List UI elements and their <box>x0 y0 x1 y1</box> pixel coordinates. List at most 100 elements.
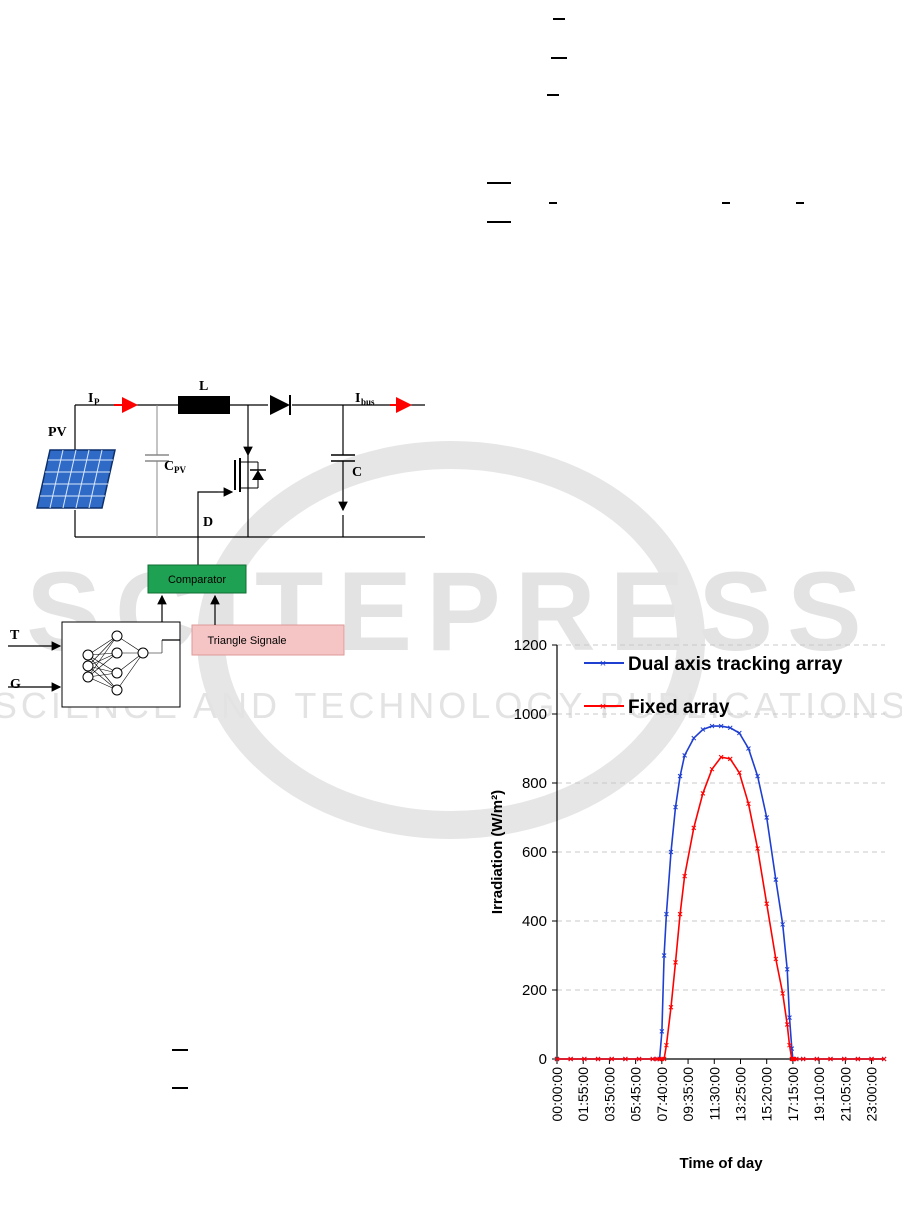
legend-label: Dual axis tracking array <box>628 654 843 675</box>
cpv-label: C <box>164 459 174 474</box>
x-tick-label: 07:40:00 <box>654 1067 670 1122</box>
y-axis-label: Irradiation (W/m²) <box>489 790 506 914</box>
data-point <box>780 991 786 996</box>
comparator-label: Comparator <box>168 574 226 586</box>
data-point <box>623 1056 628 1062</box>
equation-fraction-bar <box>549 202 557 204</box>
ibus-label: I <box>355 391 360 406</box>
pv-panel <box>36 449 116 509</box>
series-line-1 <box>557 756 885 1060</box>
equation-fraction-bar <box>172 1087 188 1089</box>
capacitor-c <box>331 405 355 537</box>
data-point <box>718 754 724 760</box>
data-point <box>677 911 683 917</box>
data-point <box>668 849 674 855</box>
data-point <box>682 753 687 758</box>
capacitor-cpv <box>145 405 169 537</box>
x-tick-label: 11:30:00 <box>706 1067 722 1121</box>
equation-fraction-bar <box>547 94 559 96</box>
ip-label: I <box>88 391 93 406</box>
data-point <box>755 846 760 851</box>
data-point <box>773 956 779 962</box>
data-point <box>755 773 760 779</box>
data-point <box>841 1056 847 1062</box>
chart-series <box>554 723 887 1062</box>
data-point <box>661 953 667 958</box>
data-point <box>764 901 770 907</box>
pv-label: PV <box>48 425 67 440</box>
legend-marker: × <box>600 701 606 713</box>
y-tick-label: 0 <box>539 1051 547 1068</box>
c-label: C <box>352 465 362 480</box>
data-point <box>746 801 751 807</box>
y-tick-label: 200 <box>522 982 547 999</box>
data-point <box>673 804 678 810</box>
data-point <box>718 723 724 729</box>
data-point <box>609 1056 615 1062</box>
data-point <box>700 727 706 732</box>
data-point <box>709 723 715 729</box>
equation-fraction-bar <box>551 57 567 59</box>
inductor-label: L <box>199 379 208 394</box>
x-tick-label: 05:45:00 <box>628 1067 644 1122</box>
y-tick-label: 1200 <box>514 637 547 654</box>
data-point <box>727 756 733 762</box>
data-point <box>784 1022 790 1027</box>
data-point <box>869 1056 874 1062</box>
y-tick-label: 1000 <box>514 706 547 723</box>
data-point <box>828 1056 833 1062</box>
neural-network-block <box>61 621 181 708</box>
data-point <box>881 1056 887 1062</box>
data-point <box>814 1056 820 1062</box>
data-point <box>736 730 742 736</box>
chart-legend: × Dual axis tracking array × Fixed array <box>584 654 843 718</box>
data-point <box>595 1056 601 1062</box>
data-point <box>700 790 706 796</box>
x-tick-label: 23:00:00 <box>864 1067 880 1122</box>
equation-fraction-bar <box>796 202 804 204</box>
comparator-block <box>147 564 247 594</box>
equation-fraction-bar <box>487 182 511 184</box>
inductor-l <box>178 396 230 414</box>
y-tick-label: 800 <box>522 775 547 792</box>
data-point <box>784 966 790 972</box>
data-point <box>764 815 770 820</box>
equation-fraction-bar <box>487 221 511 223</box>
x-tick-label: 03:50:00 <box>601 1067 617 1122</box>
data-point <box>554 1056 560 1062</box>
equation-fraction-bar <box>172 1049 188 1051</box>
series-line-0 <box>557 725 885 1060</box>
data-point <box>691 825 697 831</box>
x-tick-label: 21:05:00 <box>837 1067 853 1122</box>
x-tick-label: 01:55:00 <box>575 1067 591 1122</box>
data-point <box>682 873 687 879</box>
data-point <box>790 1056 796 1062</box>
y-tick-label: 600 <box>522 844 547 861</box>
d-label: D <box>203 515 213 530</box>
data-point <box>668 1004 674 1010</box>
x-axis-label: Time of day <box>679 1155 763 1172</box>
input-t-label: T <box>10 628 20 643</box>
y-tick-label: 400 <box>522 913 547 930</box>
chart-grid <box>552 644 885 1064</box>
data-point <box>664 911 669 917</box>
data-point <box>773 877 779 882</box>
triangle-signal-label: Triangle Signale <box>207 635 286 647</box>
data-point <box>581 1056 587 1062</box>
triangle-signal-block <box>191 624 345 656</box>
legend-label: Fixed array <box>628 697 730 718</box>
data-point <box>568 1056 574 1062</box>
input-g-label: G <box>10 677 21 692</box>
data-point <box>650 1056 656 1062</box>
mosfet-switch <box>234 405 266 537</box>
data-point <box>787 1015 792 1020</box>
legend-marker: × <box>600 658 606 670</box>
data-point <box>736 770 742 776</box>
data-point <box>661 1056 667 1062</box>
ip-subscript: P <box>94 397 100 407</box>
boost-converter-diagram: PV I P L I bus C PV C D Comparator Trian… <box>8 379 425 708</box>
equation-fraction-bar <box>722 202 730 204</box>
data-point <box>746 746 751 751</box>
